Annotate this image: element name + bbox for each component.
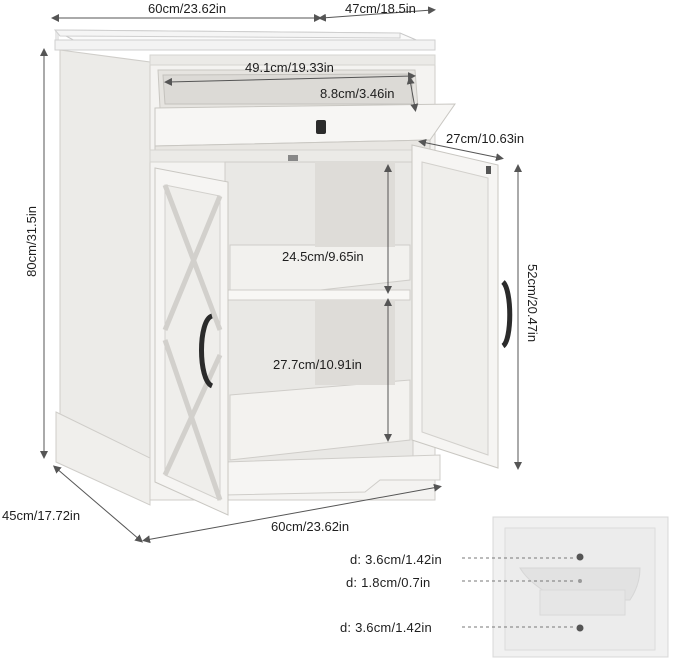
hole-leader-lines: [462, 557, 576, 628]
right-door: [411, 144, 513, 469]
upper-shelf-label: 24.5cm/9.65in: [282, 249, 364, 264]
drawer-height-label: 8.8cm/3.46in: [320, 86, 395, 101]
top-width-label: 60cm/23.62in: [148, 1, 227, 16]
hole-3-label: d: 3.6cm/1.42in: [340, 621, 432, 634]
cabinet-side: [55, 49, 151, 506]
drawer-depth-label: 27cm/10.63in: [446, 131, 525, 146]
hole-2-prefix: d:: [346, 575, 358, 590]
countertop: [53, 29, 436, 51]
hole-2-value: 1.8cm/0.7in: [361, 575, 431, 590]
hole-2-label: d: 1.8cm/0.7in: [346, 576, 430, 589]
hole-1-prefix: d:: [350, 552, 362, 567]
hole-1-label: d: 3.6cm/1.42in: [350, 553, 442, 566]
sink-top-view: [492, 516, 669, 658]
total-height-label: 80cm/31.5in: [24, 206, 39, 277]
drain-hole-icon: [576, 624, 584, 632]
hole-1-value: 3.6cm/1.42in: [365, 552, 442, 567]
overflow-hole-icon: [578, 579, 582, 583]
left-door: [154, 167, 229, 516]
hole-3-value: 3.6cm/1.42in: [355, 620, 432, 635]
door-height-label: 52cm/20.47in: [525, 264, 540, 343]
drawer-width-label: 49.1cm/19.33in: [245, 60, 334, 75]
hole-3-prefix: d:: [340, 620, 352, 635]
base-width-label: 60cm/23.62in: [271, 519, 350, 534]
tilt-out-drawer: [149, 69, 456, 163]
top-depth-label: 47cm/18.5in: [345, 1, 416, 16]
cabinet-interior: [224, 161, 414, 463]
dimension-lines: [40, 6, 522, 544]
lower-shelf-label: 27.7cm/10.91in: [273, 357, 362, 372]
base-depth-label: 45cm/17.72in: [2, 508, 81, 523]
right-door-handle-icon: [500, 280, 513, 349]
left-door-handle-icon: [199, 313, 214, 389]
drawer-knob-icon: [316, 120, 326, 134]
faucet-hole-icon: [576, 553, 584, 561]
